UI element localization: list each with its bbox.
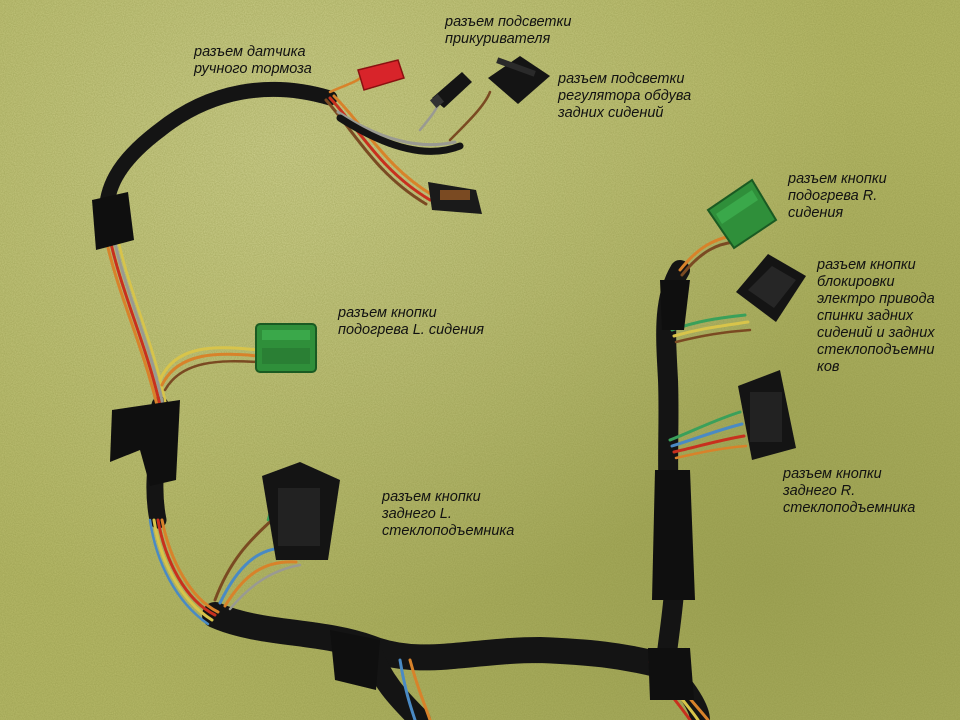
label-rear-l-window: разъем кнопки заднего L. стеклоподъемник…	[382, 489, 515, 539]
connector-handbrake-red	[357, 59, 405, 91]
tape-wraps	[92, 192, 695, 700]
connector-small-top	[428, 182, 482, 214]
connector-lockout-black	[736, 254, 806, 322]
label-lighter-backlight: разъем подсветки прикуривателя	[445, 14, 572, 47]
connector-lighter-backlight	[429, 72, 472, 109]
label-handbrake-sensor: разъем датчика ручного тормоза	[194, 44, 312, 77]
wire-bundle-left	[102, 228, 220, 626]
connector-heat-r-green	[706, 178, 778, 250]
wire-bundle-mid-left	[158, 346, 260, 392]
connector-heat-l-green	[255, 323, 317, 373]
label-lockout-button: разъем кнопки блокировки электро привода…	[817, 257, 935, 375]
label-rear-blower-backlight: разъем подсветки регулятора обдува задни…	[558, 71, 692, 121]
label-rear-r-window: разъем кнопки заднего R. стеклоподъемник…	[783, 466, 916, 516]
connector-rear-r-black	[738, 370, 796, 460]
label-heat-l-seat: разъем кнопки подогрева L. сидения	[338, 305, 485, 338]
connector-rear-blower-backlight	[488, 56, 550, 104]
label-heat-r-seat: разъем кнопки подогрева R. сидения	[788, 171, 887, 221]
connector-rear-l-black	[262, 462, 340, 560]
